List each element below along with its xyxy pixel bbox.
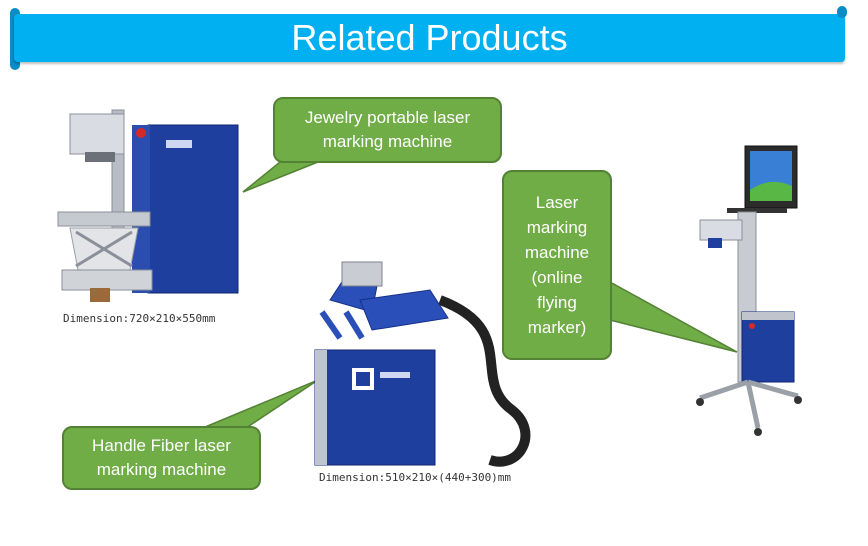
callout-handle-fiber-laser: Handle Fiber laser marking machine	[62, 426, 261, 490]
callout-online-flying-laser: Laser marking machine (online flying mar…	[502, 170, 612, 360]
handle-dimension-caption: Dimension:510×210×(440+300)mm	[319, 471, 512, 484]
banner-curl-right	[837, 6, 847, 18]
callout-jewelry-laser: Jewelry portable laser marking machine	[273, 97, 502, 163]
jewelry-dimension-caption: Dimension:720×210×550mm	[63, 312, 216, 325]
callout-jewelry-label: Jewelry portable laser marking machine	[304, 108, 471, 151]
callout-handle-label: Handle Fiber laser marking machine	[92, 436, 231, 479]
page-title: Related Products	[291, 17, 568, 58]
callout-online-label: Laser marking machine (online flying mar…	[524, 193, 590, 337]
title-banner: Related Products	[14, 14, 845, 62]
